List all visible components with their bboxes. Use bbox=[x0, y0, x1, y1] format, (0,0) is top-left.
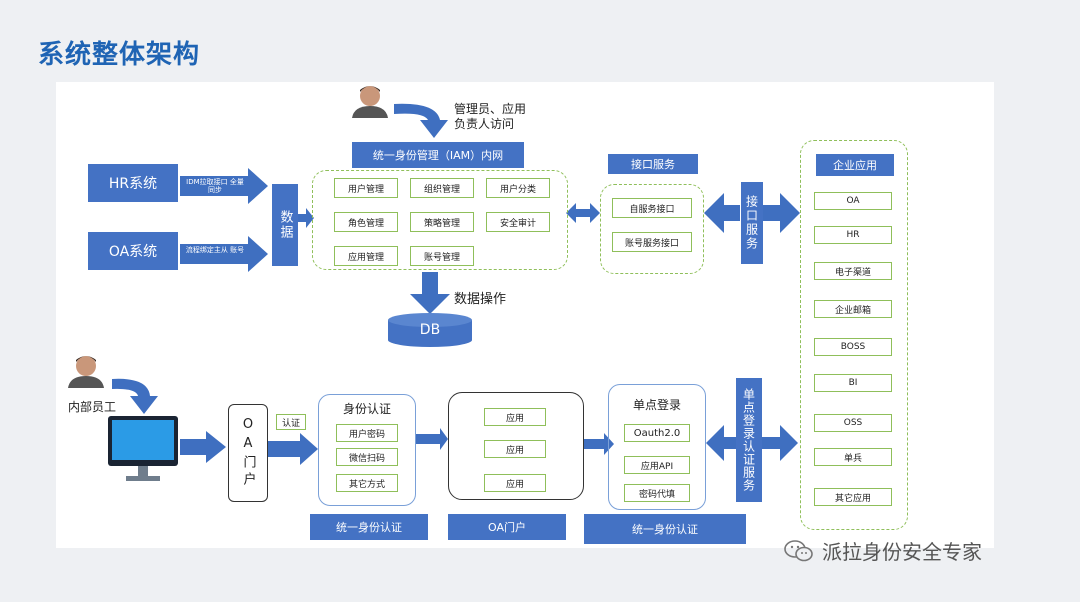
iam-modules-group bbox=[312, 170, 568, 270]
sso-apps-bidirectional-arrow bbox=[762, 425, 798, 461]
sso-oauth: Oauth2.0 bbox=[624, 424, 690, 442]
employee-arrow bbox=[112, 378, 158, 414]
sso-group bbox=[608, 384, 706, 510]
api-service-group bbox=[600, 184, 704, 274]
app-hr: HR bbox=[814, 226, 892, 244]
account-service-api: 账号服务接口 bbox=[612, 232, 692, 252]
footer-unified-auth-2: 统一身份认证 bbox=[584, 514, 746, 544]
architecture-diagram: 管理员、应用 负责人访问 统一身份管理（IAM）内网 HR系统 OA系统 IDM… bbox=[56, 82, 994, 548]
iam-to-db-arrow bbox=[410, 272, 450, 314]
app-other: 其它应用 bbox=[814, 488, 892, 506]
hr-arrow-text: IDM拉取接口 全量同步 bbox=[186, 178, 244, 194]
interface-apps-bidirectional-arrow bbox=[762, 193, 800, 233]
app-soldier: 单兵 bbox=[814, 448, 892, 466]
sso-bidirectional-arrow bbox=[706, 425, 736, 461]
self-service-api: 自服务接口 bbox=[612, 198, 692, 218]
api-service-header: 接口服务 bbox=[608, 154, 698, 174]
page-title: 系统整体架构 bbox=[38, 40, 201, 70]
app-boss: BOSS bbox=[814, 338, 892, 356]
app-item-2: 应用 bbox=[484, 440, 546, 458]
module-security-audit: 安全审计 bbox=[486, 212, 550, 232]
oa-system-box: OA系统 bbox=[88, 232, 178, 270]
portal-to-identity-arrow bbox=[268, 433, 318, 465]
data-to-iam-arrow bbox=[296, 208, 314, 228]
oa-arrow-text: 流程绑定主从 账号 bbox=[185, 246, 245, 254]
enterprise-apps-group bbox=[800, 140, 908, 530]
auth-other: 其它方式 bbox=[336, 474, 398, 492]
oa-portal-label: OA门户 bbox=[240, 417, 256, 489]
db-label: DB bbox=[419, 322, 441, 338]
module-org-mgmt: 组织管理 bbox=[410, 178, 474, 198]
auth-password: 用户密码 bbox=[336, 424, 398, 442]
db-cylinder bbox=[388, 313, 472, 347]
admin-label-line1: 管理员、应用 bbox=[454, 102, 527, 116]
module-policy-mgmt: 策略管理 bbox=[410, 212, 474, 232]
footer-oa-portal: OA门户 bbox=[448, 514, 566, 540]
sso-title: 单点登录 bbox=[632, 398, 681, 412]
module-account-mgmt: 账号管理 bbox=[410, 246, 474, 266]
app-oss: OSS bbox=[814, 414, 892, 432]
app-electronic-channel: 电子渠道 bbox=[814, 262, 892, 280]
data-box: 数据 bbox=[272, 184, 298, 266]
monitor-to-portal-arrow bbox=[180, 431, 226, 463]
sso-password-fill: 密码代填 bbox=[624, 484, 690, 502]
admin-access-arrow bbox=[394, 103, 448, 138]
app-item-1: 应用 bbox=[484, 408, 546, 426]
footer-unified-auth-1: 统一身份认证 bbox=[310, 514, 428, 540]
interface-service-vertical: 接口服务 bbox=[741, 182, 763, 264]
auth-small-label: 认证 bbox=[276, 414, 306, 430]
data-operation-label: 数据操作 bbox=[454, 292, 507, 307]
employee-person-icon bbox=[68, 356, 104, 388]
admin-person-icon bbox=[352, 86, 388, 118]
hr-system-box: HR系统 bbox=[88, 164, 178, 202]
module-app-mgmt: 应用管理 bbox=[334, 246, 398, 266]
module-role-mgmt: 角色管理 bbox=[334, 212, 398, 232]
arrows-layer bbox=[68, 86, 800, 481]
watermark-text: 派拉身份安全专家 bbox=[822, 540, 982, 564]
oa-to-data-arrow bbox=[180, 236, 268, 272]
app-bi: BI bbox=[814, 374, 892, 392]
enterprise-apps-header: 企业应用 bbox=[816, 154, 894, 176]
watermark: 派拉身份安全专家 bbox=[784, 536, 982, 565]
oa-portal-box: OA门户 bbox=[228, 404, 268, 502]
wechat-icon bbox=[784, 539, 813, 561]
admin-access-label: 管理员、应用 负责人访问 bbox=[454, 102, 526, 132]
employee-label: 内部员工 bbox=[68, 400, 117, 414]
module-user-class: 用户分类 bbox=[486, 178, 550, 198]
identity-to-apps-arrow bbox=[416, 428, 448, 450]
app-oa: OA bbox=[814, 192, 892, 210]
api-interface-bidirectional-arrow bbox=[704, 193, 740, 233]
sso-app-api: 应用API bbox=[624, 456, 690, 474]
hr-to-data-arrow bbox=[180, 168, 268, 204]
app-enterprise-mail: 企业邮箱 bbox=[814, 300, 892, 318]
identity-auth-title: 身份认证 bbox=[342, 402, 391, 416]
apps-group bbox=[448, 392, 584, 500]
sso-service-vertical: 单点登录认证服务 bbox=[736, 378, 762, 502]
app-item-3: 应用 bbox=[484, 474, 546, 492]
iam-header: 统一身份管理（IAM）内网 bbox=[352, 142, 524, 168]
apps-to-sso-arrow bbox=[584, 433, 614, 455]
iam-api-bidirectional-arrow bbox=[566, 203, 600, 223]
identity-auth-group bbox=[318, 394, 416, 506]
auth-wechat-scan: 微信扫码 bbox=[336, 448, 398, 466]
monitor-icon bbox=[108, 416, 178, 481]
module-user-mgmt: 用户管理 bbox=[334, 178, 398, 198]
admin-label-line2: 负责人访问 bbox=[454, 117, 515, 131]
